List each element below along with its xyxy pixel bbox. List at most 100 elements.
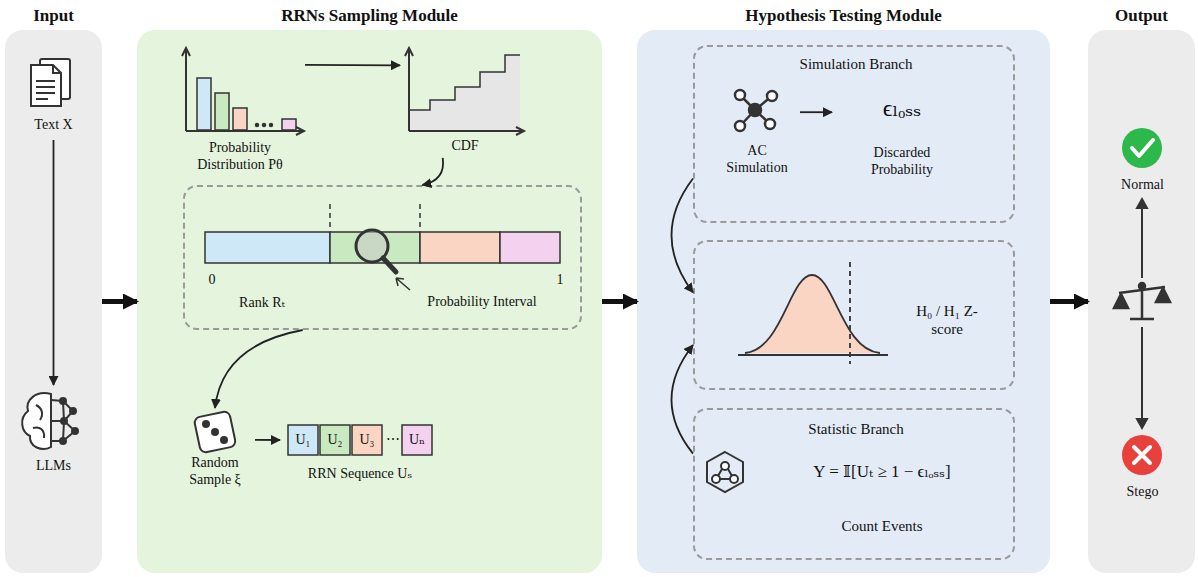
probability-bar-chart — [282, 119, 296, 130]
node-label: Simulation Branch — [800, 55, 913, 73]
input-item: Text X — [15, 55, 92, 140]
node-label: Probability Interval — [427, 294, 536, 311]
brain-icon — [33, 405, 44, 438]
text-holder: Simulation Branch — [695, 55, 1017, 73]
balance-icon — [1139, 283, 1145, 289]
document-icon — [36, 81, 55, 99]
connector-arrow — [215, 330, 303, 408]
gaussian-curve — [745, 275, 880, 353]
simulation-item: AC Simulation — [714, 87, 800, 207]
brain-icon — [70, 408, 76, 414]
text-holder: Probability Interval — [407, 292, 557, 311]
connector-arrow — [305, 64, 400, 66]
cdf-chart — [410, 55, 520, 110]
node-label: 1 — [557, 272, 564, 289]
module-panel: Hypothesis Testing ModuleSimulation Bran… — [637, 30, 1050, 573]
node-label: ⋯ — [386, 432, 400, 449]
test-box: H₀ / H₁ Z-score — [693, 240, 1015, 390]
probability-bar-chart — [182, 48, 304, 135]
text-holder: Text X — [15, 115, 92, 134]
brain-icon — [60, 398, 66, 404]
statistic-icon — [730, 475, 738, 483]
node-label: Statistic Branch — [808, 420, 903, 438]
verdict-item: Normal — [1105, 125, 1180, 197]
text-holder: 0 — [202, 270, 222, 289]
text-holder: ϵₗₒₛₛ — [832, 94, 972, 123]
brain-icon — [22, 393, 78, 449]
node-label: U₁ — [296, 432, 311, 449]
network-icon — [765, 119, 775, 129]
cross-icon — [1122, 435, 1162, 475]
interval-bar — [330, 232, 420, 263]
rrn-cells — [320, 425, 350, 455]
flow-arrow — [102, 299, 137, 304]
text-holder: Normal — [1105, 175, 1180, 194]
module-title: Input — [33, 6, 74, 26]
connector-arrow — [53, 140, 55, 385]
module-title: Hypothesis Testing Module — [745, 6, 942, 26]
rrn-cells — [352, 425, 382, 455]
brain-icon — [72, 428, 78, 434]
dice-icon — [221, 437, 227, 443]
node-label: U₃ — [360, 432, 375, 449]
node-label: Rank Rₜ — [239, 295, 285, 312]
text-holder: LLMs — [15, 456, 92, 475]
node-label: Discarded Probability — [847, 145, 957, 179]
interval-bar — [420, 232, 500, 263]
balance-icon — [1114, 283, 1170, 319]
dice-icon — [194, 411, 237, 454]
verdict-arrows — [1137, 419, 1147, 428]
cdf-chart — [405, 48, 524, 135]
statistic-icon — [718, 469, 732, 479]
text-holder: H₀ / H₁ Z-score — [907, 302, 987, 338]
document-icon — [53, 65, 61, 73]
branch-box: Simulation Branch AC Simulation ϵₗₒₛₛDisca… — [693, 45, 1015, 223]
connector-arrow — [672, 179, 694, 293]
verdict-arrows — [1141, 206, 1143, 278]
gaussian-curve — [738, 354, 888, 356]
network-icon — [740, 95, 772, 126]
text-holder: Input — [5, 6, 102, 26]
probability-bar-chart — [233, 108, 247, 130]
node-label: Uₙ — [409, 432, 425, 449]
gaussian-curve — [745, 275, 880, 353]
check-icon — [1122, 128, 1162, 168]
module-title: RRNs Sampling Module — [281, 6, 458, 26]
brain-icon — [60, 438, 66, 444]
node-label: U₂ — [328, 432, 343, 449]
module-panel: InputText XLLMs — [5, 30, 102, 573]
node-label: H₀ / H₁ Z-score — [907, 302, 987, 338]
statistic-icon — [721, 462, 729, 470]
node-label: ϵₗₒₛₛ — [883, 94, 922, 123]
node-label: Probability Distribution Pθ — [175, 140, 305, 174]
text-holder: ⋯ — [384, 430, 402, 449]
network-icon — [735, 121, 745, 131]
sequence-item: U₁ U₂ U₃ ⋯ UₙRRN Sequence Uₛ — [280, 420, 440, 490]
text-holder: AC Simulation — [718, 143, 796, 177]
interval-bar — [500, 232, 560, 263]
text-holder: Output — [1088, 6, 1195, 26]
probability-bar-chart — [182, 48, 304, 135]
text-holder: Count Events — [754, 517, 1010, 535]
network-icon — [749, 104, 761, 116]
gaussian-curve — [849, 262, 851, 364]
sample-item: Random Sample ξ — [175, 408, 255, 493]
check-icon — [1132, 140, 1153, 156]
network-icon — [767, 91, 777, 101]
node-label: LLMs — [36, 458, 71, 475]
text-holder: RRN Sequence Uₛ — [280, 464, 440, 483]
interval-bar — [330, 204, 420, 230]
dice-icon — [203, 421, 209, 427]
chart-item: Probability Distribution Pθ — [175, 45, 305, 178]
cdf-chart — [405, 48, 524, 135]
text-holder: U₃ — [352, 430, 382, 449]
text-holder: Statistic Branch — [695, 420, 1017, 438]
node-label: AC Simulation — [718, 143, 796, 177]
statistic-icon — [707, 452, 743, 492]
interval-bar — [396, 278, 410, 290]
balance-icon — [1119, 284, 1165, 319]
connector-arrow — [255, 439, 280, 441]
node-label: Count Events — [841, 517, 922, 535]
